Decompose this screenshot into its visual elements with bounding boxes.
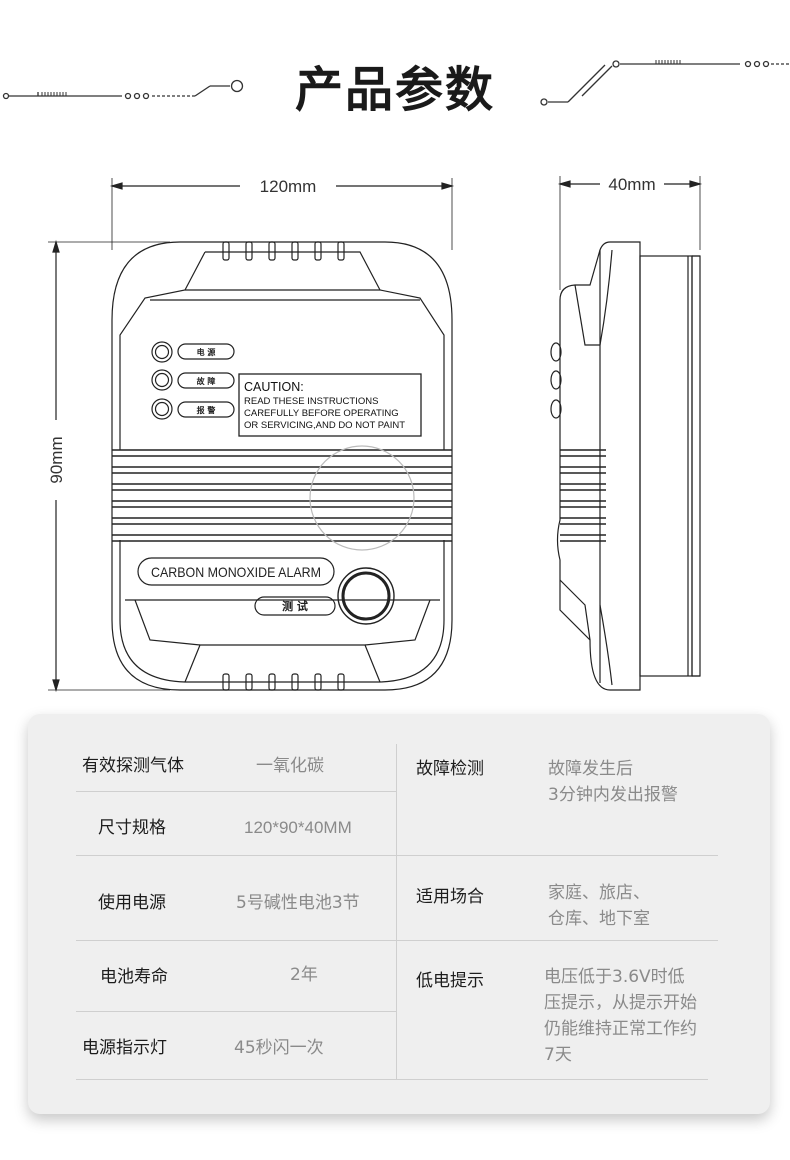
caution-title: CAUTION: [244,380,304,394]
page-header: 产品参数 [0,0,790,140]
spec-value-indicator: 45秒闪一次 [234,1038,324,1058]
spec-label-fault: 故障检测 [416,759,484,779]
spec-label-usage: 适用场合 [416,887,484,907]
alarm-led-icon [151,398,173,420]
spec-label-battery: 电池寿命 [100,967,168,987]
spec-value-power: 5号碱性电池3节 [236,893,360,913]
spec-label-size: 尺寸规格 [98,818,166,838]
test-label: 测 试 [282,599,308,613]
spec-value-size: 120*90*40MM [244,818,352,837]
spec-value-lowpower: 电压低于3.6V时低 压提示，从提示开始 仍能维持正常工作约 7天 [544,967,697,1065]
spec-divider [76,1079,708,1080]
caution-line-1: READ THESE INSTRUCTIONS [244,396,378,407]
caution-line-2: CAREFULLY BEFORE OPERATING [244,408,399,419]
spec-label-gas: 有效探测气体 [82,756,184,776]
header-circuit-decoration [2,60,790,106]
spec-divider [76,940,718,941]
spec-table-panel: 有效探测气体 一氧化碳 尺寸规格 120*90*40MM 使用电源 5号碱性电池… [28,714,770,1114]
spec-value-fault: 故障发生后 3分钟内发出报警 [548,759,678,805]
led-label-fault: 故 障 [197,376,216,386]
front-view [111,241,453,691]
spec-divider [76,855,718,856]
product-technical-drawing: 120mm 40mm 90mm 电 源 故 障 报 警 CAUTION: REA… [47,175,703,693]
height-label: 90mm [47,436,66,483]
power-led-icon [151,341,173,363]
spec-value-usage: 家庭、旅店、 仓库、地下室 [548,883,650,929]
page-title: 产品参数 [294,62,495,118]
spec-label-power: 使用电源 [98,893,166,913]
product-name-label: CARBON MONOXIDE ALARM [151,564,321,580]
depth-label: 40mm [608,175,655,194]
spec-label-lowpower: 低电提示 [416,971,484,991]
spec-column-divider [396,744,397,1079]
width-label: 120mm [260,177,317,196]
led-label-alarm: 报 警 [197,405,216,415]
spec-value-battery: 2年 [290,965,318,985]
side-view [550,241,701,691]
spec-divider [76,791,396,792]
fault-led-icon [151,369,173,391]
caution-line-3: OR SERVICING,AND DO NOT PAINT [244,420,405,431]
spec-divider [76,1011,396,1012]
spec-value-gas: 一氧化碳 [256,756,324,776]
spec-label-indicator: 电源指示灯 [82,1038,167,1058]
led-label-power: 电 源 [197,347,216,357]
